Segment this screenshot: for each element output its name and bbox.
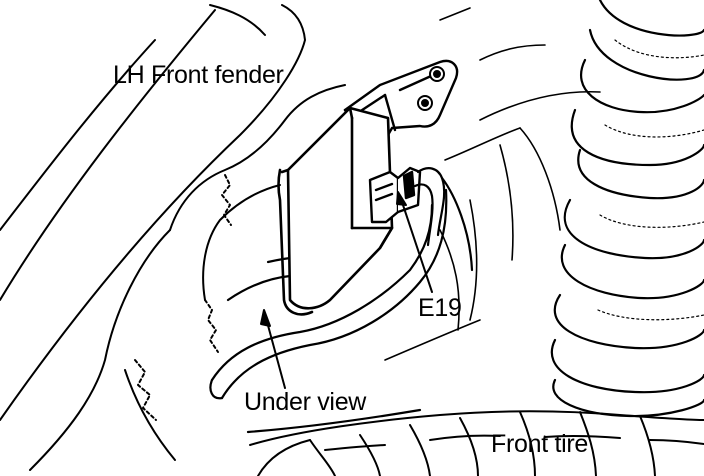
fender-outline xyxy=(0,4,306,471)
fender-label: LH Front fender xyxy=(113,61,284,89)
under-view-leader xyxy=(260,309,286,389)
coil-spring xyxy=(550,0,704,418)
connector-label: E19 xyxy=(418,294,462,322)
bracket-bolt-lower xyxy=(417,95,433,111)
tire-label: Front tire xyxy=(491,430,589,458)
arch-band xyxy=(209,188,448,434)
e19-leader xyxy=(396,191,433,293)
wiring-harness xyxy=(413,167,474,272)
bracket-bolt-upper xyxy=(429,66,445,82)
inner-fender-lining xyxy=(124,84,346,461)
e19-connector xyxy=(368,166,422,224)
tire-tread xyxy=(249,410,704,476)
coil-spring-shading xyxy=(597,39,704,321)
under-view-label: Under view xyxy=(244,388,367,416)
